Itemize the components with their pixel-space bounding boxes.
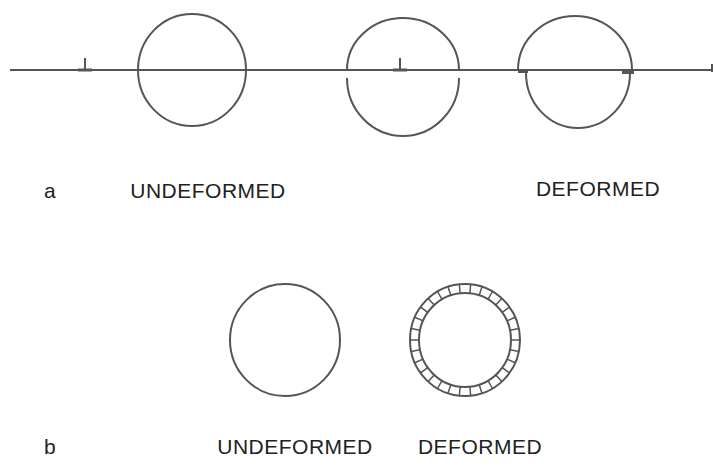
state-label: UNDEFORMED [217, 436, 373, 457]
ring-hatch [428, 375, 434, 382]
ring-hatch [496, 375, 502, 382]
ring-hatch [438, 381, 443, 389]
ring-hatch [448, 287, 451, 296]
step [622, 70, 634, 74]
ring-inner [419, 293, 511, 387]
ring-hatch [502, 307, 509, 312]
ring-hatch [479, 287, 482, 296]
ring-hatch [488, 381, 493, 389]
ring-hatch [488, 292, 493, 300]
state-label: DEFORMED [536, 178, 660, 199]
ring-hatch [469, 284, 471, 293]
dislocation-symbol [84, 58, 86, 70]
step [518, 69, 528, 73]
ring-hatch [469, 387, 471, 396]
ring-hatch [479, 385, 482, 394]
ring-hatch [496, 298, 502, 305]
ring-hatch [415, 317, 423, 321]
undeformed-circle [138, 14, 246, 126]
ring-hatch [438, 292, 443, 300]
part-letter: a [44, 180, 56, 201]
deformed-circle-top [518, 16, 632, 70]
ring-hatch [411, 328, 420, 330]
deformed-circle-top [347, 18, 459, 70]
ring-hatch [428, 298, 434, 305]
ring-hatch [411, 350, 420, 352]
ring-hatch [507, 359, 515, 363]
ring-hatch [459, 284, 461, 293]
ring-hatch [502, 368, 509, 373]
ring-hatch [510, 328, 519, 330]
ring-hatch [410, 339, 419, 341]
deformed-circle-bottom [526, 73, 630, 128]
ring-outer [410, 284, 520, 396]
deformed-ring [410, 284, 520, 396]
dislocation-symbol [399, 58, 401, 70]
state-label: DEFORMED [418, 436, 542, 457]
ring-hatch [421, 307, 428, 312]
undeformed-circle [230, 284, 340, 396]
ring-hatch [448, 385, 451, 394]
tick [711, 64, 713, 72]
ring-hatch [421, 368, 428, 373]
ring-hatch [459, 387, 461, 396]
ring-hatch [511, 339, 520, 341]
part-letter: b [44, 436, 56, 457]
deformed-circle-bottom [347, 78, 459, 136]
ring-hatch [415, 359, 423, 363]
ring-hatch [510, 350, 519, 352]
state-label: UNDEFORMED [130, 180, 286, 201]
slip-plane [10, 69, 712, 71]
ring-hatch [507, 317, 515, 321]
